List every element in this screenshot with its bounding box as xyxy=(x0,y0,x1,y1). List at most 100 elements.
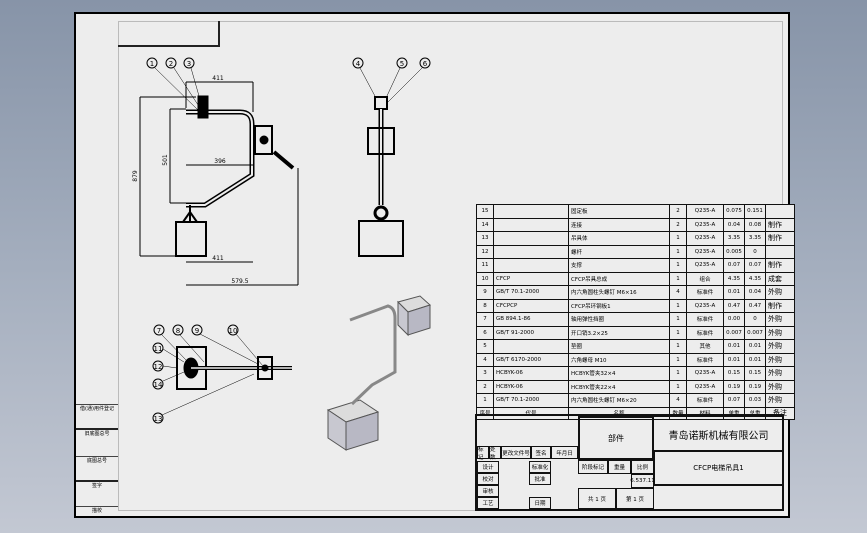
bom-cell: 外购 xyxy=(765,285,795,300)
bom-cell: CFCPCP xyxy=(493,298,569,313)
bom-cell: 6 xyxy=(476,325,494,340)
tb-label: 工艺 xyxy=(477,497,499,509)
balloon: 13 xyxy=(152,373,255,424)
bom-cell: 1 xyxy=(669,379,687,394)
bom-cell: 0.19 xyxy=(744,379,766,394)
svg-text:14: 14 xyxy=(154,381,163,389)
svg-text:12: 12 xyxy=(154,363,163,371)
bom-cell: 外购 xyxy=(765,352,795,367)
balloon: 14 xyxy=(152,371,185,390)
bom-cell: 4.35 xyxy=(744,271,766,286)
bom-cell xyxy=(493,204,569,219)
bom-cell xyxy=(493,258,569,273)
bom-cell: CFCP xyxy=(493,271,569,286)
bom-cell: 螺杆 xyxy=(568,244,670,259)
dim-middle-width: 396 xyxy=(214,158,226,165)
balloon: 11 xyxy=(152,342,185,363)
bom-cell: 吊具体 xyxy=(568,231,670,246)
bom-cell: 1 xyxy=(669,258,687,273)
bom-cell: 外购 xyxy=(765,325,795,340)
bom-cell: GB/T 70.1-2000 xyxy=(493,393,569,408)
bom-cell: 1 xyxy=(669,325,687,340)
bom-cell: 13 xyxy=(476,231,494,246)
bom-cell: 2 xyxy=(669,204,687,219)
bom-cell: 15 xyxy=(476,204,494,219)
bom-cell: HCBYK管夹32×4 xyxy=(568,366,670,381)
svg-text:3: 3 xyxy=(187,60,191,68)
bom-cell: GB 894.1-86 xyxy=(493,312,569,327)
left-label: 签字 xyxy=(76,480,118,489)
stage-label: 阶段标记 xyxy=(578,460,608,474)
bom-cell: 1 xyxy=(669,352,687,367)
bom-cell: 轴用弹性挡圈 xyxy=(568,312,670,327)
bom-cell: 4.35 xyxy=(723,271,745,286)
dim-mid-height: 501 xyxy=(162,154,169,166)
svg-text:2: 2 xyxy=(169,60,173,68)
bom-cell: 3.35 xyxy=(723,231,745,246)
balloon: 3 xyxy=(183,57,202,104)
front-view xyxy=(139,81,299,286)
bom-cell: 固定板 xyxy=(568,204,670,219)
title-block: 青岛诺斯机械有限公司 CFCP电梯吊具1 部件 阶段标记 重量 比例 6.537… xyxy=(475,414,784,511)
dim-overall-width: 579.5 xyxy=(231,278,248,285)
bom-cell: CFCP吊环钢板1 xyxy=(568,298,670,313)
tb-label: 签名 xyxy=(531,446,551,459)
bom-cell: 1 xyxy=(476,393,494,408)
bom-cell: 1 xyxy=(669,298,687,313)
bom-cell xyxy=(493,231,569,246)
svg-text:5: 5 xyxy=(400,60,404,68)
bom-cell: 0.19 xyxy=(723,379,745,394)
tb-label: 更改文件号 xyxy=(501,446,531,459)
bom-cell: 0.01 xyxy=(744,352,766,367)
balloon: 1 xyxy=(146,57,199,111)
bom-cell: Q235-A xyxy=(686,298,724,313)
bom-cell: GB/T 70.1-2000 xyxy=(493,285,569,300)
svg-text:7: 7 xyxy=(157,327,161,335)
tb-label: 日期 xyxy=(529,497,551,509)
dim-bottom-width: 411 xyxy=(212,255,224,262)
balloon: 7 xyxy=(153,324,187,361)
top-view xyxy=(176,346,292,390)
bom-cell: 0.07 xyxy=(723,258,745,273)
bom-cell: 0.07 xyxy=(723,393,745,408)
bom-cell: 0.08 xyxy=(744,217,766,232)
bom-cell: 0.005 xyxy=(723,244,745,259)
bom-cell: 0 xyxy=(744,312,766,327)
bom-cell: 制作 xyxy=(765,298,795,313)
bom-cell xyxy=(493,244,569,259)
bom-cell: 12 xyxy=(476,244,494,259)
revision: 6.537.11 xyxy=(630,474,655,488)
bom-cell: 1 xyxy=(669,271,687,286)
left-label: 底图总号 xyxy=(76,456,118,464)
bom-cell: 1 xyxy=(669,231,687,246)
tb-label: 批准 xyxy=(529,473,551,485)
bom-cell: 0.03 xyxy=(744,393,766,408)
bom-cell: 其他 xyxy=(686,339,724,354)
bom-cell: 1 xyxy=(669,366,687,381)
left-label: 借(通)用件登记 xyxy=(76,404,118,412)
bom-cell xyxy=(765,244,795,259)
tb-label: 标记 xyxy=(477,446,489,461)
bom-cell: Q235-A xyxy=(686,231,724,246)
drawing-name: CFCP电梯吊具1 xyxy=(653,450,784,486)
balloon: 8 xyxy=(172,324,205,363)
bom-cell: 2 xyxy=(669,217,687,232)
bom-cell: 1 xyxy=(669,244,687,259)
drawing-number-box xyxy=(118,21,220,47)
balloon: 9 xyxy=(191,324,259,365)
bom-cell: 2 xyxy=(476,379,494,394)
bom-cell: GB/T 6170-2000 xyxy=(493,352,569,367)
bom-cell: 0.07 xyxy=(744,258,766,273)
balloon: 5 xyxy=(385,57,408,99)
company-name: 青岛诺斯机械有限公司 xyxy=(653,416,784,452)
bom-cell xyxy=(765,204,795,219)
bom-cell: 制作 xyxy=(765,258,795,273)
